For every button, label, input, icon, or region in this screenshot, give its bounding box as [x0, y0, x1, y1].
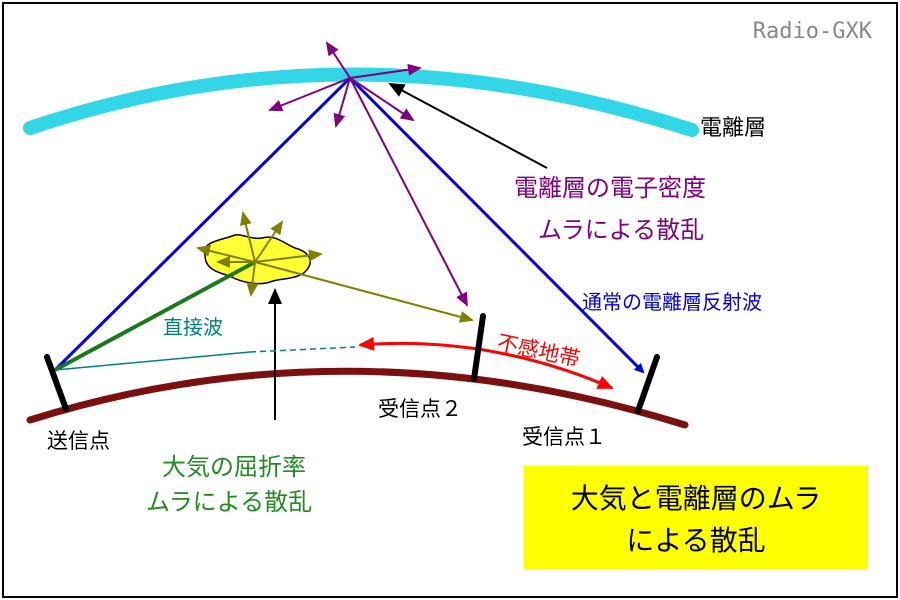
atmospheric-scatter-label-2: ムラによる散乱	[146, 488, 312, 516]
normal-reflection-label: 通常の電離層反射波	[582, 290, 762, 314]
normal-wave-down	[348, 76, 645, 374]
receiver2-antenna	[471, 313, 486, 382]
direct-wave-solid	[54, 351, 251, 371]
receiver1-label: 受信点１	[522, 425, 606, 449]
ionosphere-layer	[23, 67, 699, 137]
ground-surface	[26, 367, 689, 429]
receiver2-label: 受信点２	[378, 397, 462, 421]
ionosphere-scatter-arrows	[268, 41, 468, 307]
ionosphere-pointer-arrow	[388, 83, 548, 169]
watermark-text: Radio-GXK	[753, 19, 873, 44]
ionosphere-label: 電離層	[700, 116, 766, 141]
direct-wave-dashed	[249, 346, 356, 353]
ionosphere-scatter-label-2: ムラによる散乱	[538, 216, 704, 244]
caption-line-2: による散乱	[626, 524, 765, 557]
transmitter-label: 送信点	[47, 429, 110, 453]
caption-line-1: 大気と電離層のムラ	[571, 482, 822, 515]
skip-zone-arrow	[358, 336, 614, 390]
ionosphere-scatter-label-1: 電離層の電子密度	[514, 174, 706, 202]
direct-wave-label: 直接波	[163, 315, 223, 339]
atmospheric-scatter-arrows	[196, 211, 474, 323]
caption-box	[524, 466, 868, 569]
transmitter-antenna	[44, 354, 69, 412]
normal-wave-up	[53, 76, 352, 372]
atmospheric-scatter-label-1: 大気の屈折率	[162, 453, 306, 481]
receiver1-antenna	[635, 354, 660, 414]
transmitter-ray	[54, 260, 256, 372]
